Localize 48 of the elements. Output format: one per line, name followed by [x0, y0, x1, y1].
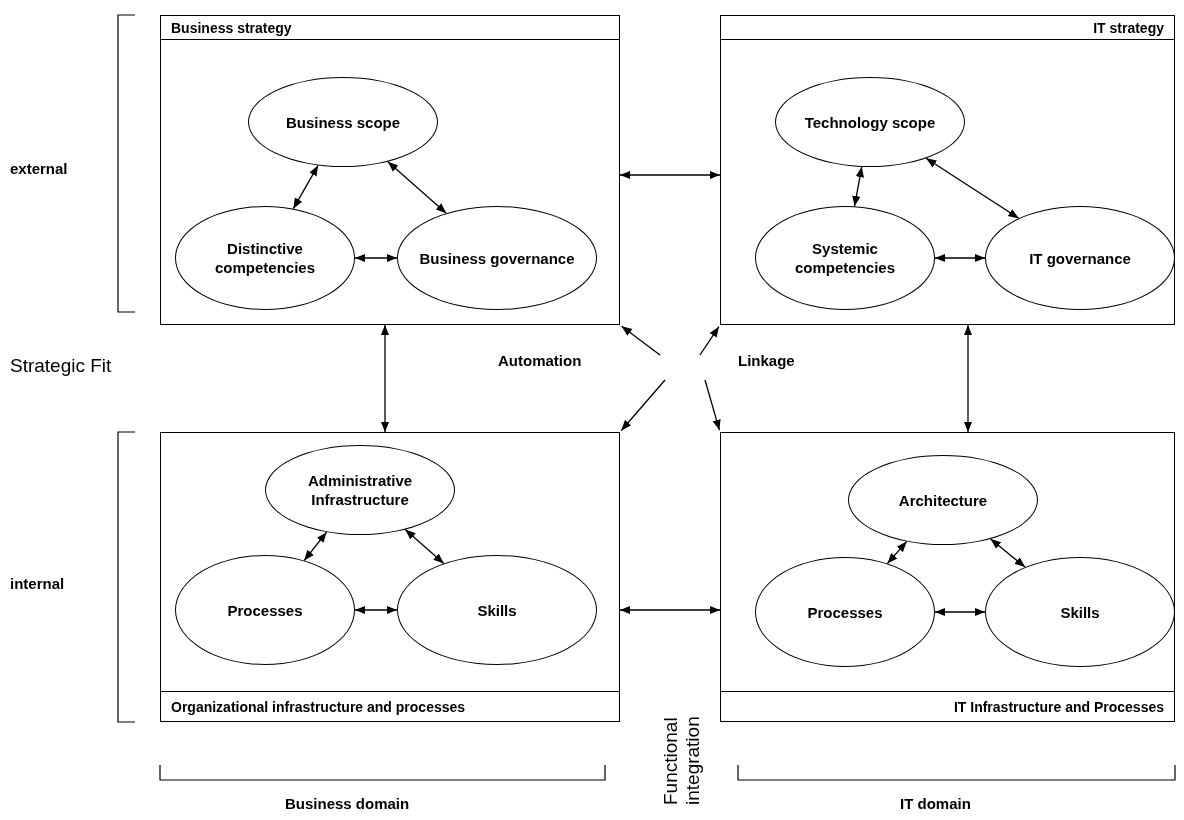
domain-panel [160, 15, 620, 325]
domain-panel [720, 432, 1175, 722]
domain-panel [720, 15, 1175, 325]
arrow [354, 605, 398, 615]
panel-title: Organizational infrastructure and processes [161, 691, 619, 721]
node-text: Systemic competencies [793, 239, 896, 277]
node-text: Technology scope [804, 112, 936, 132]
text-label: external [10, 160, 68, 177]
text-label: Strategic Fit [10, 355, 112, 377]
node-text: Skills [1060, 602, 1100, 622]
arrow [292, 164, 319, 210]
arrow [404, 528, 445, 565]
text-label: Business domain [285, 795, 410, 812]
panel-title: Business strategy [161, 16, 619, 40]
arrow [620, 379, 666, 432]
arrow [699, 326, 720, 356]
node-text: Administrative Infrastructure [306, 471, 414, 509]
node-text: Processes [807, 602, 883, 622]
arrow [934, 253, 986, 263]
text-label: Functional integration [660, 715, 704, 805]
node-text: Processes [227, 600, 303, 620]
panel-title: IT strategy [721, 16, 1174, 40]
node-text: Business governance [419, 248, 575, 268]
node-text: Architecture [898, 490, 988, 510]
arrow [990, 538, 1026, 568]
arrow [963, 324, 973, 433]
node-text: Distinctive competencies [213, 239, 316, 277]
arrow [619, 605, 721, 615]
arrow [354, 253, 398, 263]
arrow [620, 325, 661, 356]
node-text: Business scope [285, 112, 401, 132]
arrow [380, 324, 390, 433]
arrow [934, 607, 986, 617]
domain-panel [160, 432, 620, 722]
text-label: internal [10, 575, 65, 592]
panel-title: IT Infrastructure and Processes [721, 691, 1174, 721]
node-text: Skills [477, 600, 517, 620]
arrow [387, 161, 447, 214]
arrow [303, 531, 328, 562]
arrow [886, 540, 908, 565]
arrow [852, 166, 864, 207]
node-text: IT governance [1029, 248, 1131, 268]
text-label: IT domain [900, 795, 971, 812]
text-label: Linkage [738, 352, 795, 369]
arrow [925, 157, 1020, 219]
arrow [704, 379, 721, 431]
arrow [619, 170, 721, 180]
text-label: Automation [498, 352, 582, 369]
